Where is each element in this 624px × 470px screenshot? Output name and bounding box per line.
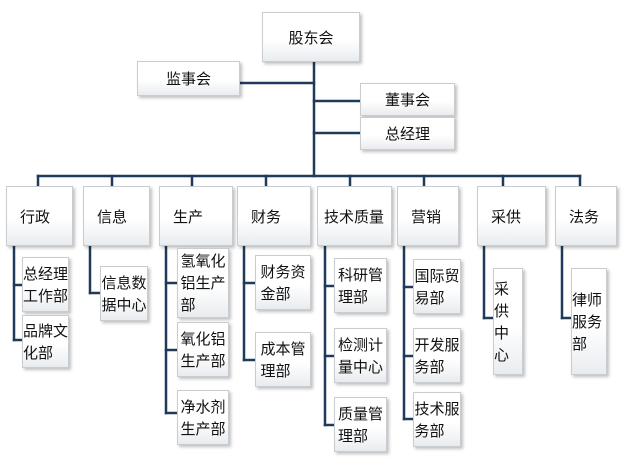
sub-unit: 信息数 据中心 [100, 266, 148, 321]
dept-admin: 行政 [6, 186, 73, 246]
dept-procurement: 采供 [477, 186, 546, 246]
sub-unit: 财务资 金部 [255, 255, 311, 310]
sub-unit: 品牌文 化部 [22, 315, 69, 368]
sub-unit: 采供 中心 [493, 268, 523, 375]
sub-unit: 律师 服务部 [571, 268, 607, 375]
dept-marketing: 营销 [397, 186, 459, 246]
dept-production: 生产 [159, 186, 233, 246]
node-shareholders: 股东会 [262, 12, 360, 62]
sub-unit: 国际贸 易部 [413, 259, 461, 314]
sub-unit: 开发服 务部 [413, 328, 461, 383]
node-gm: 总经理 [360, 117, 455, 150]
dept-tech-quality: 技术质量 [317, 186, 392, 246]
node-supervisors: 监事会 [137, 61, 240, 96]
dept-legal: 法务 [555, 186, 617, 246]
sub-unit: 净水剂 生产部 [177, 390, 229, 445]
dept-info: 信息 [83, 186, 150, 246]
sub-unit: 氢氧化 铝生产 部 [177, 248, 229, 318]
dept-finance: 财务 [237, 186, 311, 246]
sub-unit: 总经理 工作部 [22, 257, 69, 312]
sub-unit: 氧化铝 生产部 [177, 322, 229, 377]
sub-unit: 科研管 理部 [334, 258, 387, 313]
sub-unit: 检测计 量中心 [334, 328, 387, 383]
node-board: 董事会 [360, 83, 455, 116]
sub-unit: 质量管 理部 [334, 397, 387, 452]
sub-unit: 技术服 务部 [413, 392, 461, 447]
sub-unit: 成本管 理部 [255, 332, 311, 387]
